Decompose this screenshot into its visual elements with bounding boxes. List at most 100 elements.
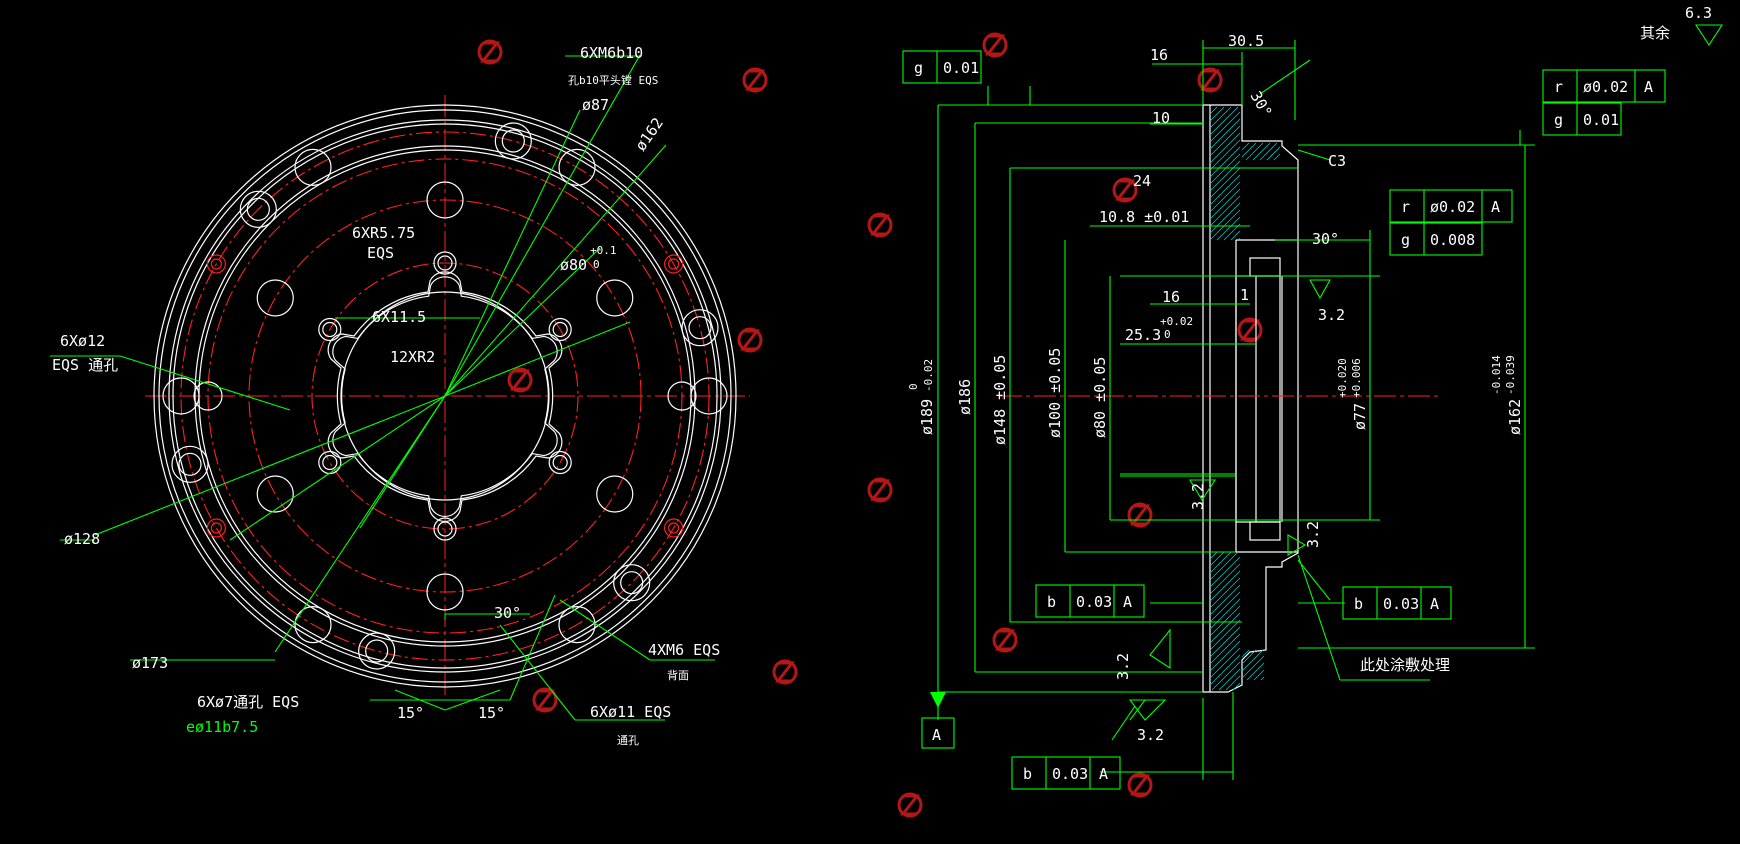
frame-value: 0.008	[1430, 231, 1475, 249]
hole-d11-inner	[620, 571, 644, 595]
hole-m6b10	[433, 517, 457, 541]
section-outline	[1202, 104, 1299, 693]
hole-m6b10-inner	[322, 321, 338, 338]
dim-d162-tol-lower: -0.039	[1504, 355, 1517, 395]
label-m6-4x: 4XM6 EQS	[648, 641, 720, 659]
hole-d11-inner	[501, 129, 525, 153]
hole-d11	[239, 190, 277, 228]
hole-m6b10-inner	[437, 521, 453, 537]
hole-d12	[294, 606, 332, 644]
dim-d189: ø189	[918, 399, 936, 435]
hole-d12	[690, 377, 728, 415]
label-d173: ø173	[132, 654, 168, 672]
label-r575-eqs: EQS	[367, 244, 394, 262]
label-m6b10-note: 孔b10平头镗 EQS	[568, 73, 658, 87]
watermark-logo	[737, 327, 763, 353]
label-d7-note: eø11b7.5	[186, 718, 258, 736]
dim-d77-tol-lower: +0.006	[1350, 358, 1363, 398]
frame-symbol: b	[1354, 595, 1363, 613]
outer-rim	[168, 119, 722, 673]
watermark-logo	[742, 67, 768, 93]
front-view	[50, 54, 750, 721]
label-a30: 30°	[494, 604, 521, 622]
label-r575: 6XR5.75	[352, 224, 415, 242]
roughness-b: 3.2	[1137, 726, 1164, 744]
hole-m6-inner	[210, 258, 222, 270]
hole-m6-inner	[668, 522, 680, 534]
watermark-logo	[992, 627, 1018, 653]
watermark-logo	[507, 367, 533, 393]
hole-m6	[206, 254, 226, 274]
outer-circle-2	[158, 109, 732, 683]
hole-m6b10-inner	[552, 454, 568, 471]
bolt-circle-87	[311, 262, 579, 530]
hole-m6b10-inner	[322, 454, 338, 471]
frame-datum: A	[1644, 78, 1653, 96]
frame-symbol: r	[1401, 198, 1410, 216]
frame-datum: A	[1099, 765, 1108, 783]
bolt-circle-173	[180, 131, 710, 661]
frame-value: 0.03	[1052, 765, 1088, 783]
dim-h253: 25.3	[1125, 326, 1161, 344]
roughness-c: 3.2	[1189, 483, 1207, 510]
watermark-logo	[867, 212, 893, 238]
frame-value: 0.01	[943, 59, 979, 77]
watermark-logo	[1197, 67, 1223, 93]
frame-symbol: g	[914, 59, 923, 77]
dim-h1: 1	[1240, 286, 1249, 304]
outer-rim-2	[172, 123, 718, 669]
hole-d12	[558, 148, 596, 186]
label-r2: 12XR2	[390, 348, 435, 366]
dim-d189-tol-lower: -0.02	[922, 359, 935, 392]
hole-d11	[613, 564, 651, 602]
dim-w305: 30.5	[1228, 32, 1264, 50]
hole-m6b10	[318, 450, 342, 475]
dim-d148: ø148 ±0.05	[991, 355, 1009, 445]
watermark-logo	[1112, 177, 1138, 203]
tolerance-frame-flat_top: g 0.01	[902, 50, 982, 84]
shoulder-circle	[194, 145, 696, 647]
roughness-e: 3.2	[1304, 521, 1322, 548]
bolt-circle-128	[248, 199, 642, 593]
datum-label: A	[932, 726, 941, 744]
roughness-d: 3.2	[1318, 306, 1345, 324]
frame-value: ø0.02	[1583, 78, 1628, 96]
label-a15-right: 15°	[478, 704, 505, 722]
hole-m6	[664, 254, 684, 274]
central-bore-inner	[332, 276, 558, 517]
hole-m6b10	[318, 317, 342, 342]
dim-d80-section: ø80 ±0.05	[1091, 357, 1109, 438]
hole-m6-inner	[668, 258, 680, 270]
hole-d12	[162, 377, 200, 415]
hole-m6b10	[548, 450, 572, 475]
frame-datum: A	[1430, 595, 1439, 613]
dim-c3: C3	[1328, 152, 1346, 170]
roughness-symbols	[1128, 24, 1724, 721]
label-d162-front: ø162	[632, 114, 667, 154]
note-treatment: 此处涂敷处理	[1360, 656, 1450, 674]
dim-d100: ø100 ±0.05	[1046, 348, 1064, 438]
section-labels: 30.5 16 30° 10 C3 24 10.8 ±0.01 30° 16 1…	[907, 4, 1712, 744]
label-d7: 6Xø7通孔 EQS	[197, 693, 299, 711]
watermark-logo	[982, 32, 1008, 58]
frame-symbol: g	[1554, 111, 1563, 129]
hole-d11	[681, 309, 719, 347]
label-d80-tol-upper: +0.1	[590, 244, 617, 257]
label-d11: 6Xø11 EQS	[590, 703, 671, 721]
label-a15-left: 15°	[397, 704, 424, 722]
frame-datum: A	[1491, 198, 1500, 216]
dim-w16-top: 16	[1150, 46, 1168, 64]
hole-m6b10-inner	[437, 255, 453, 271]
label-m6b10: 6XM6b10	[580, 44, 643, 62]
label-w115: 6X11.5	[372, 308, 426, 326]
hole-d11-inner	[178, 452, 202, 476]
dim-d77: ø77	[1351, 403, 1369, 430]
frame-value: 0.03	[1076, 593, 1112, 611]
hole-d11	[494, 122, 532, 160]
dim-h253-tol-lower: 0	[1164, 328, 1171, 341]
section-dimension-lines	[937, 40, 1535, 780]
